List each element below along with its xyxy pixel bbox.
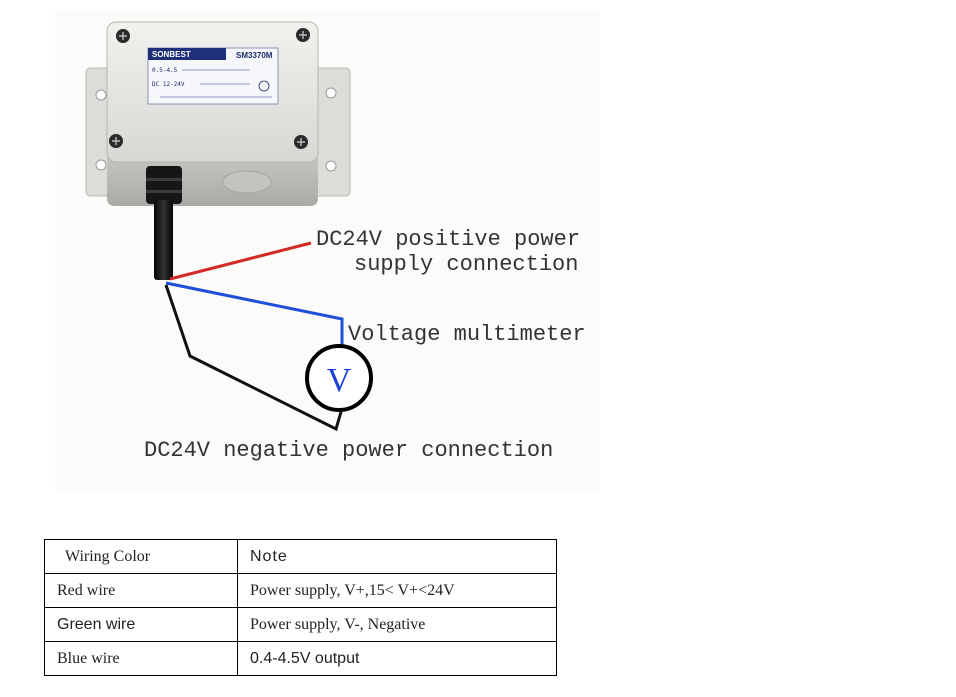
positive-supply-label-line2: supply connection — [354, 252, 578, 277]
flange-hole-icon — [95, 159, 107, 171]
voltage-multimeter-label: Voltage multimeter — [348, 322, 586, 347]
flange-hole-icon — [325, 160, 337, 172]
table-row: Blue wire 0.4-4.5V output — [44, 641, 557, 676]
table-row: Green wire Power supply, V-, Negative — [44, 607, 557, 642]
label-line-1: 0.5-4.5 — [152, 67, 178, 74]
table-row: Red wire Power supply, V+,15< V+<24V — [44, 573, 557, 608]
voltmeter: V — [305, 344, 373, 412]
flange-hole-icon — [325, 87, 337, 99]
screw-icon — [109, 134, 123, 148]
label-line-2: DC 12-24V — [152, 81, 185, 88]
voltmeter-circle — [305, 344, 373, 412]
table-header-row: Wiring Color Note — [44, 539, 557, 574]
red-wire — [169, 241, 312, 281]
row-wire-color: Red wire — [44, 573, 238, 608]
screw-icon — [294, 135, 308, 149]
screw-icon — [116, 29, 130, 43]
black-wire — [164, 284, 345, 432]
negative-connection-label: DC24V negative power connection — [144, 438, 553, 463]
wiring-diagram: SONBEST SM3370M 0.5-4.5 DC 12-24V V DC24… — [85, 21, 586, 463]
blue-wire — [165, 281, 344, 348]
product-label: SONBEST SM3370M 0.5-4.5 DC 12-24V — [147, 47, 279, 105]
header-note: Note — [237, 539, 557, 574]
header-wiring-color: Wiring Color — [44, 539, 238, 574]
sensor-enclosure: SONBEST SM3370M 0.5-4.5 DC 12-24V — [85, 21, 351, 206]
sensor-cable — [154, 200, 173, 280]
row-note: Power supply, V+,15< V+<24V — [237, 573, 557, 608]
row-wire-color: Green wire — [44, 607, 238, 642]
row-wire-color: Blue wire — [44, 641, 238, 676]
screw-icon — [296, 28, 310, 42]
wiring-table: Wiring Color Note Red wire Power supply,… — [44, 539, 557, 676]
row-note: Power supply, V-, Negative — [237, 607, 557, 642]
ground-symbol-icon — [258, 80, 270, 92]
breather-vent — [222, 170, 272, 194]
cable-gland — [146, 166, 182, 204]
label-model: SM3370M — [236, 51, 273, 60]
label-brand: SONBEST — [152, 50, 191, 59]
positive-supply-label-line1: DC24V positive power — [316, 227, 580, 252]
voltmeter-symbol: V — [327, 362, 352, 399]
flange-hole-icon — [95, 89, 107, 101]
row-note: 0.4-4.5V output — [237, 641, 557, 676]
